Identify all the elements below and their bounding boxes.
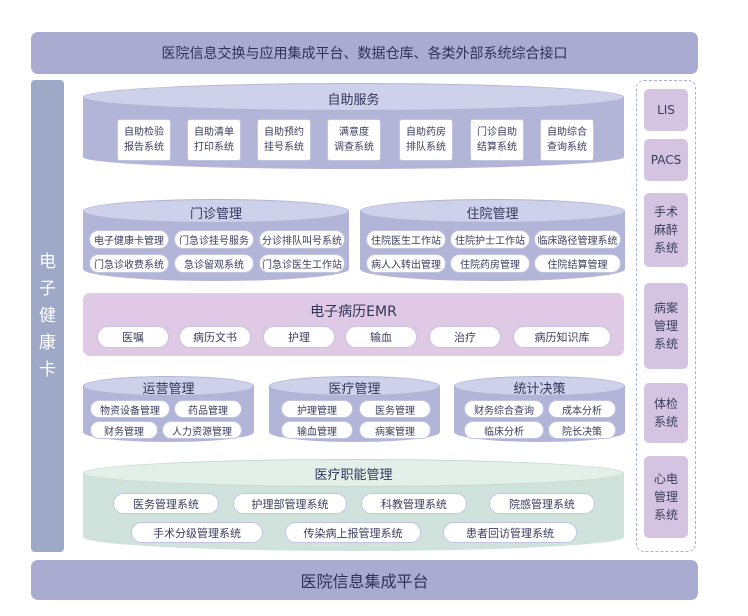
statistics-item: 院长决策	[548, 421, 616, 439]
statistics-item: 成本分析	[548, 400, 616, 418]
emr-title: 电子病历EMR	[310, 304, 397, 320]
operations-item: 物资设备管理	[90, 400, 170, 418]
medical-management-title: 医疗管理	[328, 382, 381, 397]
self-service-title: 自助服务	[327, 93, 380, 108]
self-service-item: 自助综合 查询系统	[540, 119, 594, 161]
ehealth-card-column: 电 子 健 康 卡	[31, 80, 64, 552]
inpatient-item: 住院医生工作站	[366, 230, 446, 249]
self-service-item: 门诊自助 结算系统	[470, 119, 524, 161]
emr-item: 输血	[345, 326, 417, 348]
functional-item: 医务管理系统	[113, 493, 219, 514]
inpatient-item: 临床路径管理系统	[534, 230, 621, 249]
functional-item: 科教管理系统	[361, 493, 467, 514]
operations-item: 药品管理	[174, 400, 242, 418]
inpatient-item: 住院护士工作站	[450, 230, 530, 249]
outpatient-item: 门急诊挂号服务	[174, 230, 254, 249]
emr-item: 护理	[263, 326, 335, 348]
medical-records-box: 病案 管理 系统	[644, 283, 688, 369]
medical-management-group: 医疗管理 护理管理 医务管理 输血管理 病案管理	[269, 376, 440, 442]
medical-management-item: 输血管理	[281, 421, 353, 439]
functional-item: 传染病上报管理系统	[285, 522, 421, 543]
inpatient-title: 住院管理	[466, 207, 519, 222]
self-service-item: 自助预约 挂号系统	[257, 119, 311, 161]
medical-management-item: 护理管理	[281, 400, 353, 418]
ehealth-card-char: 子	[39, 278, 56, 299]
self-service-group: 自助服务 自助检验 报告系统 自助清单 打印系统 自助预约 挂号系统 满意度 调…	[83, 83, 624, 175]
outpatient-item: 电子健康卡管理	[89, 230, 169, 249]
functional-management-group: 医疗职能管理 医务管理系统 护理部管理系统 科教管理系统 院感管理系统 手术分级…	[83, 459, 624, 551]
ecg-box: 心电 管理 系统	[644, 456, 688, 538]
emr-item: 病历文书	[179, 326, 251, 348]
functional-item: 院感管理系统	[489, 493, 595, 514]
medical-management-item: 医务管理	[359, 400, 431, 418]
emr-item: 病历知识库	[513, 326, 611, 348]
ehealth-card-char: 健	[39, 305, 56, 326]
outpatient-item: 门急诊收费系统	[89, 254, 169, 273]
functional-management-title: 医疗职能管理	[314, 468, 393, 483]
inpatient-item: 住院结算管理	[534, 254, 621, 273]
physical-exam-box: 体检 系统	[644, 383, 688, 443]
self-service-item: 自助清单 打印系统	[187, 119, 241, 161]
inpatient-item: 住院药房管理	[450, 254, 530, 273]
statistics-item: 临床分析	[464, 421, 544, 439]
emr-item: 医嘱	[97, 326, 169, 348]
inpatient-item: 病人入转出管理	[366, 254, 446, 273]
statistics-group: 统计决策 财务综合查询 成本分析 临床分析 院长决策	[454, 376, 625, 442]
outpatient-item: 门急诊医生工作站	[259, 254, 345, 273]
emr-item: 治疗	[429, 326, 501, 348]
outpatient-item: 分诊排队叫号系统	[259, 230, 345, 249]
medical-management-item: 病案管理	[359, 421, 431, 439]
operations-item: 人力资源管理	[162, 421, 242, 439]
emr-group: 电子病历EMR 医嘱 病历文书 护理 输血 治疗 病历知识库	[83, 293, 624, 356]
inpatient-group: 住院管理 住院医生工作站 住院护士工作站 临床路径管理系统 病人入转出管理 住院…	[360, 199, 625, 281]
ehealth-card-char: 电	[39, 251, 56, 272]
hospital-integration-platform-bar: 医院信息集成平台	[31, 560, 698, 600]
operations-item: 财务管理	[90, 421, 158, 439]
ehealth-card-char: 卡	[39, 359, 56, 380]
outpatient-item: 急诊留观系统	[174, 254, 254, 273]
external-systems-column	[636, 80, 696, 552]
outpatient-group: 门诊管理 电子健康卡管理 门急诊挂号服务 分诊排队叫号系统 门急诊收费系统 急诊…	[83, 199, 349, 281]
self-service-item: 自助药房 排队系统	[399, 119, 453, 161]
functional-item: 患者回访管理系统	[443, 522, 577, 543]
functional-item: 手术分级管理系统	[131, 522, 263, 543]
statistics-item: 财务综合查询	[464, 400, 544, 418]
integration-platform-bar: 医院信息交换与应用集成平台、数据仓库、各类外部系统综合接口	[31, 32, 698, 74]
functional-item: 护理部管理系统	[233, 493, 347, 514]
self-service-item: 自助检验 报告系统	[117, 119, 171, 161]
self-service-item: 满意度 调查系统	[327, 119, 381, 161]
operations-title: 运营管理	[142, 382, 195, 397]
lis-box: LIS	[644, 89, 688, 131]
ehealth-card-char: 康	[39, 332, 56, 353]
anesthesia-box: 手术 麻醉 系统	[644, 193, 688, 267]
operations-group: 运营管理 物资设备管理 药品管理 财务管理 人力资源管理	[83, 376, 254, 442]
outpatient-title: 门诊管理	[189, 207, 242, 222]
pacs-box: PACS	[644, 139, 688, 181]
statistics-title: 统计决策	[513, 382, 566, 397]
